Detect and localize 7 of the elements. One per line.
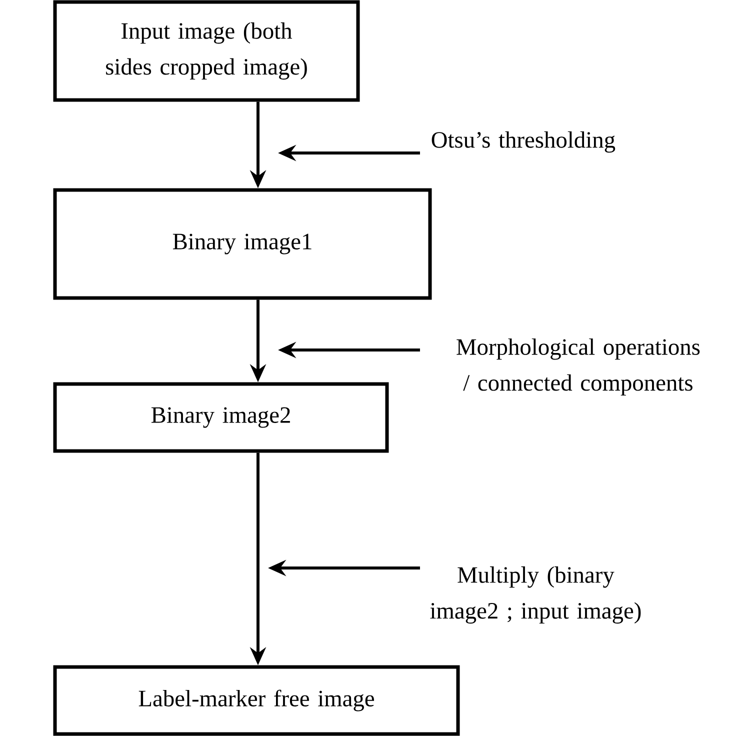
process-box: Binary image2 (53, 382, 389, 453)
annotation-text: Multiply (binary image2 ; input image) (430, 566, 641, 624)
process-box: Binary image1 (53, 188, 432, 300)
annotation-text: Otsu’s thresholding (432, 131, 616, 153)
process-box: Label-marker free image (53, 665, 460, 736)
process-box: Input image (both sides cropped image) (53, 0, 360, 102)
annotation-text: Morphological operations / connected components (456, 338, 700, 396)
